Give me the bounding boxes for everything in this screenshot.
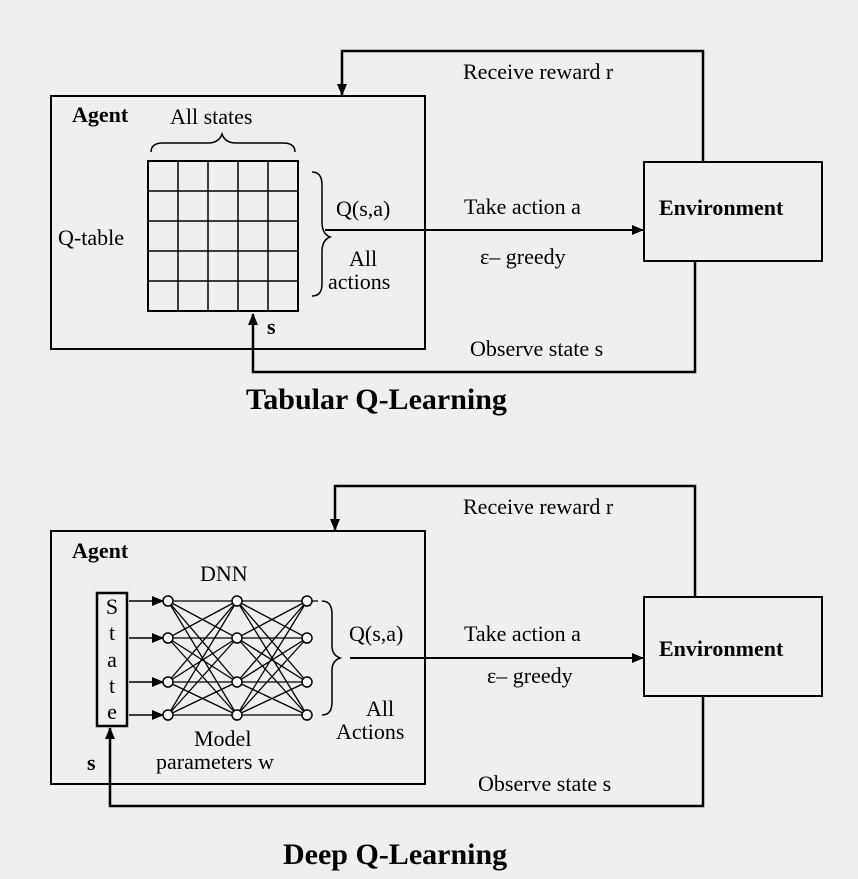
network-edge bbox=[236, 637, 308, 716]
network-node bbox=[162, 676, 174, 688]
tabular-environment-label: Environment bbox=[659, 195, 784, 220]
network-node bbox=[301, 676, 313, 688]
deep-all-actions-line1: All bbox=[366, 696, 394, 721]
tabular-take-action-label: Take action a bbox=[464, 194, 581, 219]
tabular-all-states-label: All states bbox=[170, 104, 253, 129]
deep-model-line2: parameters w bbox=[156, 749, 274, 774]
tabular-observe-arrow bbox=[248, 261, 697, 374]
deep-state-s-label: s bbox=[87, 750, 96, 775]
deep-state-letter: e bbox=[107, 699, 117, 724]
tabular-section: Agent All states Q-table Q(s,a) All acti… bbox=[50, 49, 823, 416]
network-node bbox=[231, 676, 243, 688]
deep-observe-label: Observe state s bbox=[478, 771, 611, 796]
deep-reward-label: Receive reward r bbox=[463, 494, 614, 519]
network-node bbox=[162, 709, 174, 721]
deep-network-edges bbox=[167, 600, 318, 716]
network-node bbox=[231, 595, 243, 607]
deep-take-action-label: Take action a bbox=[464, 621, 581, 646]
deep-dnn-label: DNN bbox=[200, 561, 248, 586]
deep-environment-label: Environment bbox=[659, 636, 784, 661]
tabular-greedy-label: ε– greedy bbox=[480, 244, 566, 269]
tabular-state-s-label: s bbox=[267, 314, 276, 339]
tabular-reward-arrow bbox=[337, 49, 705, 162]
tabular-agent-box bbox=[50, 95, 426, 350]
tabular-all-actions-line2: actions bbox=[328, 269, 390, 294]
deep-agent-label: Agent bbox=[72, 538, 129, 563]
deep-actions-brace bbox=[321, 600, 343, 716]
network-edge bbox=[167, 600, 238, 639]
network-edge bbox=[236, 681, 308, 716]
deep-state-letter: S bbox=[106, 594, 118, 619]
deep-observe-arrow bbox=[105, 696, 705, 808]
network-edge bbox=[236, 600, 308, 683]
tabular-agent-label: Agent bbox=[72, 102, 129, 127]
deep-state-letter: t bbox=[109, 673, 115, 698]
network-node bbox=[162, 632, 174, 644]
deep-network-nodes bbox=[162, 595, 313, 721]
deep-all-actions-line2: Actions bbox=[336, 719, 404, 744]
deep-section: Agent DNN S t a t e Model parameters w s… bbox=[50, 484, 823, 871]
deep-reward-arrow bbox=[330, 484, 697, 597]
tabular-all-actions-line1: All bbox=[349, 246, 377, 271]
tabular-title: Tabular Q-Learning bbox=[246, 383, 507, 416]
network-edge bbox=[167, 600, 238, 716]
tabular-actions-brace bbox=[311, 171, 333, 297]
tabular-q-label: Q(s,a) bbox=[336, 196, 390, 221]
deep-environment-box bbox=[643, 596, 823, 697]
network-node bbox=[162, 595, 174, 607]
deep-model-line1: Model bbox=[194, 726, 251, 751]
tabular-qtable-grid bbox=[147, 160, 299, 312]
network-node bbox=[231, 709, 243, 721]
deep-q-label: Q(s,a) bbox=[349, 621, 403, 646]
deep-state-box bbox=[95, 591, 129, 728]
network-edge bbox=[167, 637, 238, 683]
deep-state-letter: a bbox=[107, 647, 117, 672]
deep-title: Deep Q-Learning bbox=[283, 838, 507, 871]
tabular-states-brace bbox=[150, 131, 296, 153]
tabular-environment-box bbox=[643, 161, 823, 262]
network-edge bbox=[167, 600, 238, 683]
network-node bbox=[301, 709, 313, 721]
network-edge bbox=[236, 600, 308, 639]
network-edge bbox=[236, 600, 308, 716]
tabular-observe-label: Observe state s bbox=[470, 336, 603, 361]
network-node bbox=[301, 632, 313, 644]
deep-state-letter: t bbox=[109, 620, 115, 645]
tabular-reward-label: Receive reward r bbox=[463, 59, 614, 84]
network-edge bbox=[167, 637, 238, 716]
tabular-qtable-label: Q-table bbox=[58, 225, 124, 250]
network-node bbox=[231, 632, 243, 644]
network-edge bbox=[167, 681, 238, 716]
deep-greedy-label: ε– greedy bbox=[487, 663, 573, 688]
network-edge bbox=[236, 637, 308, 683]
deep-input-arrows bbox=[129, 596, 164, 720]
network-node bbox=[301, 595, 313, 607]
